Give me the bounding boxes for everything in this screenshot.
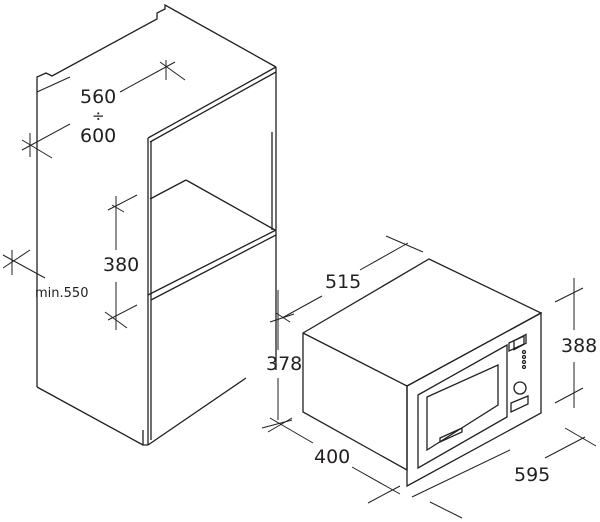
microwave (302, 258, 543, 488)
control-buttons (521, 349, 527, 370)
label-niche-height: 380 (103, 254, 140, 276)
label-niche-width-separator: ÷ (92, 107, 105, 125)
label-microwave-body-width: 400 (314, 446, 351, 468)
label-niche-width-min: 560 (80, 86, 117, 108)
label-microwave-frame-width: 595 (514, 464, 551, 486)
label-niche-depth: min.550 (35, 286, 89, 301)
label-microwave-body-height: 378 (266, 353, 303, 375)
label-microwave-depth: 515 (325, 271, 362, 293)
label-niche-width-max: 600 (80, 125, 117, 147)
cabinet (36, 3, 277, 446)
label-microwave-frame-height: 388 (561, 335, 598, 357)
dimension-lines (2, 60, 597, 519)
